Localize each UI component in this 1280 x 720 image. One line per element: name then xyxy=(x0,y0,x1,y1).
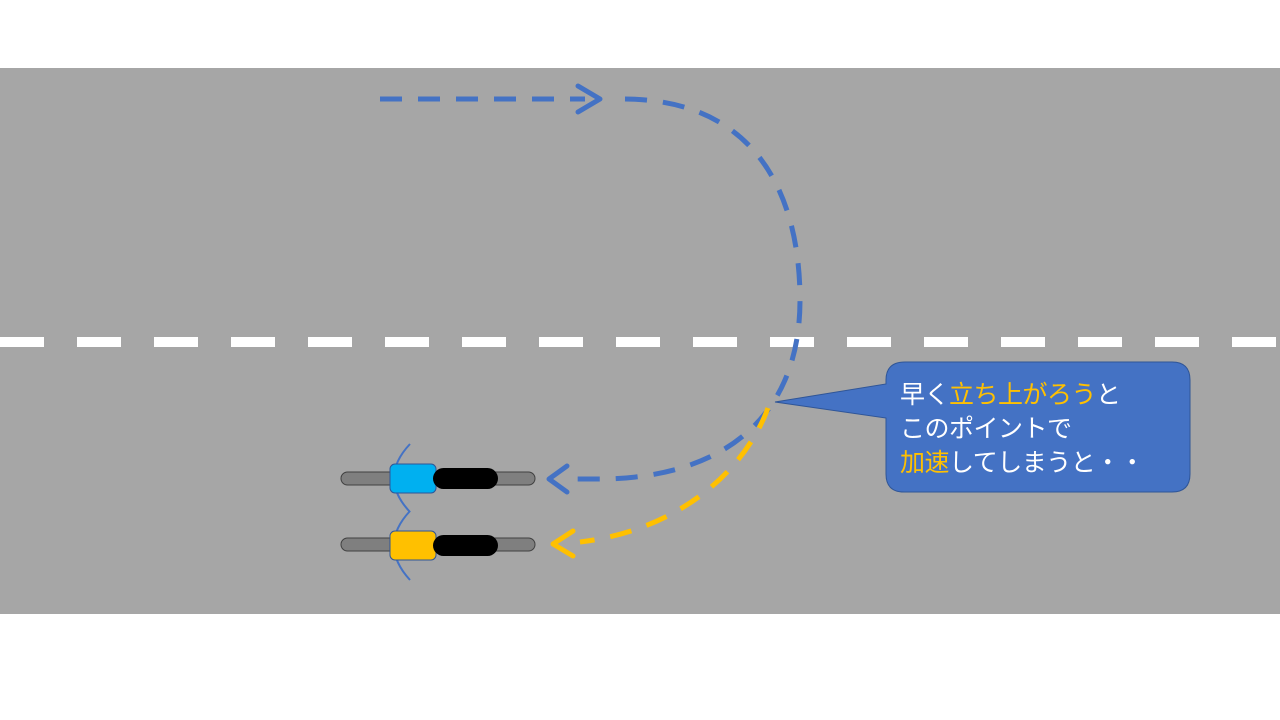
callout-line-3: 加速してしまうと・・ xyxy=(900,446,1180,480)
blue-motorcycle xyxy=(340,443,536,513)
callout-highlight-accelerate: 加速 xyxy=(900,448,950,477)
callout-line-1: 早く立ち上がろうと xyxy=(900,378,1180,412)
blue-arrowhead-top xyxy=(575,83,603,115)
blue-arrowhead-bottom xyxy=(546,463,570,495)
callout-text: 早く立ち上がろうと このポイントで 加速してしまうと・・ xyxy=(900,378,1180,480)
yellow-path-wide-exit xyxy=(579,407,771,545)
callout-highlight-rise-early: 立ち上がろう xyxy=(949,380,1097,409)
callout-text-segment: と xyxy=(1096,380,1121,409)
yellow-motorcycle-body xyxy=(389,530,437,561)
yellow-motorcycle xyxy=(340,510,536,581)
callout-text-segment: してしまうと・・ xyxy=(949,448,1145,477)
callout-text-segment: 早く xyxy=(900,380,950,409)
yellow-motorcycle-rear-tire xyxy=(433,535,498,556)
callout-bubble xyxy=(774,361,1191,493)
blue-motorcycle-body xyxy=(389,463,437,494)
callout-line-2: このポイントで xyxy=(900,412,1180,446)
callout-text-segment: このポイントで xyxy=(900,414,1072,443)
yellow-arrowhead xyxy=(550,528,576,559)
blue-motorcycle-rear-tire xyxy=(433,468,498,489)
